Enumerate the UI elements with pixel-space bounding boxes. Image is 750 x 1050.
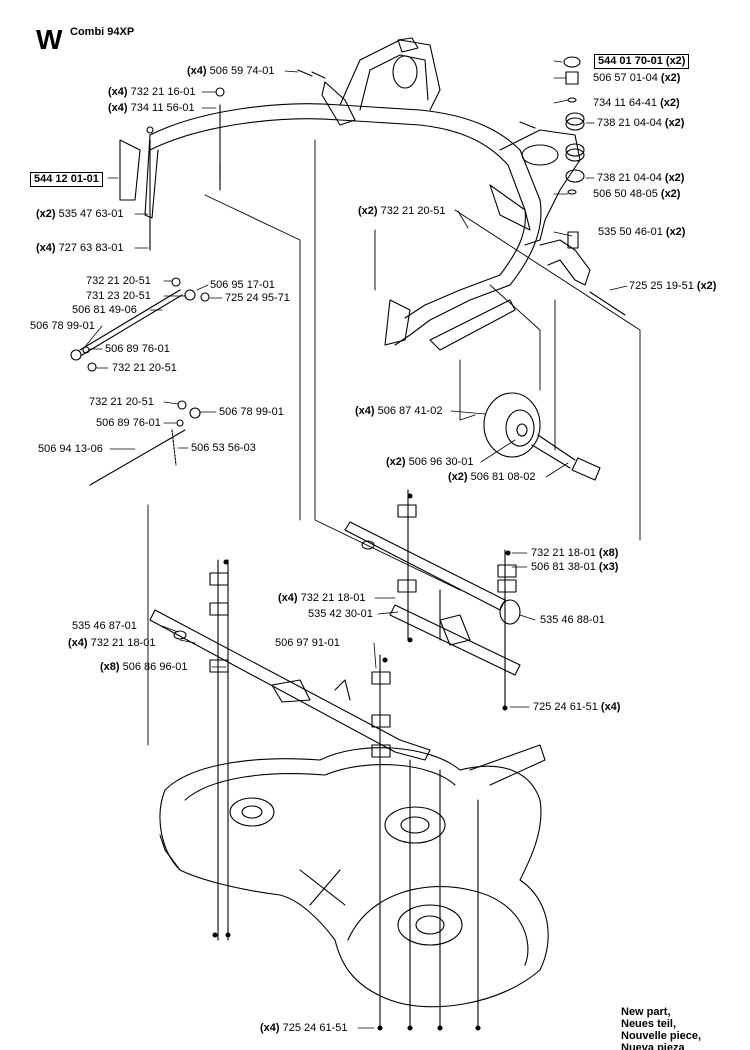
section-letter: W	[36, 24, 63, 55]
callout-label: 732 21 20-51	[86, 275, 151, 287]
callout-label: 506 81 38-01 (x3)	[531, 561, 619, 573]
main-frame	[119, 37, 591, 351]
callout-label: 506 95 17-01	[210, 279, 275, 291]
callout-label: (x2) 506 96 30-01	[386, 456, 474, 468]
callout-label: 506 50 48-05 (x2)	[593, 188, 681, 200]
callout-label: 506 97 91-01	[275, 637, 340, 649]
deck-mount-assembly	[149, 489, 521, 1031]
gauge-wheel	[483, 392, 601, 481]
callout-label: (x2) 506 81 08-02	[448, 471, 536, 483]
new-part-callout: 544 01 70-01 (x2)	[594, 54, 690, 69]
callout-label: 506 53 56-03	[191, 442, 256, 454]
bolt-heads[interactable]	[212, 493, 511, 1031]
callout-label: (x4) 732 21 18-01	[278, 592, 366, 604]
new-part-callout: 544 12 01-01	[30, 172, 103, 187]
callout-label: 738 21 04-04 (x2)	[597, 117, 685, 129]
callout-leaders	[83, 60, 628, 1029]
callout-label: 506 57 01-04 (x2)	[593, 72, 681, 84]
legend-line: Nouvelle piece,	[621, 1030, 702, 1042]
callout-label: 506 78 99-01	[30, 320, 95, 332]
legend-line: Neues teil,	[621, 1018, 677, 1030]
callout-label: 506 94 13-06	[38, 443, 103, 455]
callout-label: (x4) 732 21 16-01	[108, 86, 196, 98]
assembly-leader-boxes	[147, 139, 641, 746]
callout-label: (x4) 725 24 61-51	[260, 1022, 348, 1034]
callout-label: 725 25 19-51 (x2)	[629, 280, 717, 292]
callout-label: 732 21 20-51	[89, 396, 154, 408]
callout-label: 732 21 20-51	[112, 362, 177, 374]
callout-label: (x2) 732 21 20-51	[358, 205, 446, 217]
new-part-legend: New part, Neues teil, Nouvelle piece, Nu…	[621, 1006, 746, 1050]
callout-label: 506 81 49-06	[72, 304, 137, 316]
callout-label: (x4) 727 63 83-01	[36, 242, 124, 254]
callout-label: 738 21 04-04 (x2)	[597, 172, 685, 184]
model-title: Combi 94XP	[70, 26, 135, 38]
callout-label: 725 24 61-51 (x4)	[533, 701, 621, 713]
callout-label: (x4) 734 11 56-01	[108, 102, 195, 114]
callout-label: 506 89 76-01	[96, 417, 161, 429]
callout-label: (x4) 506 87 41-02	[355, 405, 443, 417]
callout-label: 725 24 95-71	[225, 292, 290, 304]
callout-label: 535 42 30-01	[308, 608, 373, 620]
legend-line: Nueva pieza	[621, 1042, 685, 1050]
mower-deck	[159, 744, 549, 1008]
callout-label: (x4) 732 21 18-01	[68, 637, 156, 649]
callout-label: 535 46 88-01	[540, 614, 605, 626]
callout-label: 734 11 64-41 (x2)	[593, 97, 680, 109]
callout-label: (x8) 506 86 96-01	[100, 661, 188, 673]
callout-label: 535 50 46-01 (x2)	[598, 226, 686, 238]
linkage-rods	[70, 277, 210, 486]
callout-label: 731 23 20-51	[86, 290, 151, 302]
frame-hardware-left	[146, 69, 326, 251]
callout-label: 732 21 18-01 (x8)	[531, 547, 619, 559]
frame-hardware-right	[519, 56, 626, 316]
callout-label: (x2) 535 47 63-01	[36, 208, 124, 220]
callout-label: 535 46 87-01	[72, 620, 137, 632]
callout-label: 506 89 76-01	[105, 343, 170, 355]
legend-line: New part,	[621, 1006, 671, 1018]
callout-label: (x4) 506 59 74-01	[187, 65, 275, 77]
callout-label: 506 78 99-01	[219, 406, 284, 418]
